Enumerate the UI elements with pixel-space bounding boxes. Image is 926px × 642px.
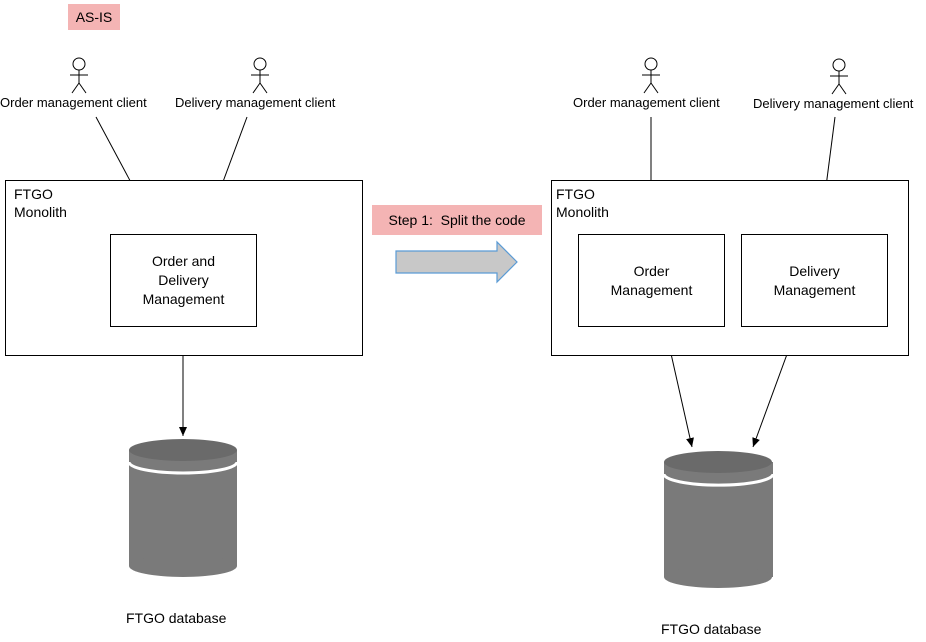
monolith-title-left: FTGO Monolith <box>14 185 67 221</box>
database-right-icon <box>662 451 775 588</box>
monolith-title-right: FTGO Monolith <box>556 185 609 221</box>
actor-order-client-right-icon <box>642 57 660 94</box>
actor-delivery-client-left-icon <box>251 57 269 94</box>
monolith-title-left-line2: Monolith <box>14 204 67 220</box>
order-client-label-right: Order management client <box>573 95 720 110</box>
order-delivery-module-line3: Management <box>142 291 225 307</box>
delivery-management-module-line1: Delivery <box>789 262 840 279</box>
monolith-title-left-line1: FTGO <box>14 186 53 202</box>
delivery-client-label-right: Delivery management client <box>753 96 914 111</box>
order-management-module-box: Order Management <box>578 234 725 327</box>
delivery-client-label-left: Delivery management client <box>175 95 336 110</box>
database-label-left: FTGO database <box>126 610 227 626</box>
order-client-label-left: Order management client <box>0 95 147 110</box>
order-delivery-module-box: Order and Delivery Management <box>110 234 257 327</box>
monolith-title-right-line1: FTGO <box>556 186 595 202</box>
as-is-tag: AS-IS <box>68 4 120 30</box>
delivery-management-module-line2: Management <box>773 281 856 298</box>
actor-order-client-left-icon <box>70 57 88 94</box>
transition-arrow-icon <box>395 240 518 284</box>
database-left-icon <box>127 439 239 577</box>
step-label-text: Step 1: Split the code <box>388 212 526 228</box>
database-label-right: FTGO database <box>661 621 762 637</box>
order-delivery-module-line2: Delivery <box>158 272 209 288</box>
step-label: Step 1: Split the code <box>372 205 542 235</box>
as-is-tag-text: AS-IS <box>75 9 113 25</box>
order-management-module-line1: Order <box>633 262 670 279</box>
actor-delivery-client-right-icon <box>830 58 848 95</box>
order-management-module-line2: Management <box>610 281 693 298</box>
order-delivery-module-line1: Order and <box>151 253 216 269</box>
monolith-title-right-line2: Monolith <box>556 204 609 220</box>
delivery-management-module-box: Delivery Management <box>741 234 888 327</box>
